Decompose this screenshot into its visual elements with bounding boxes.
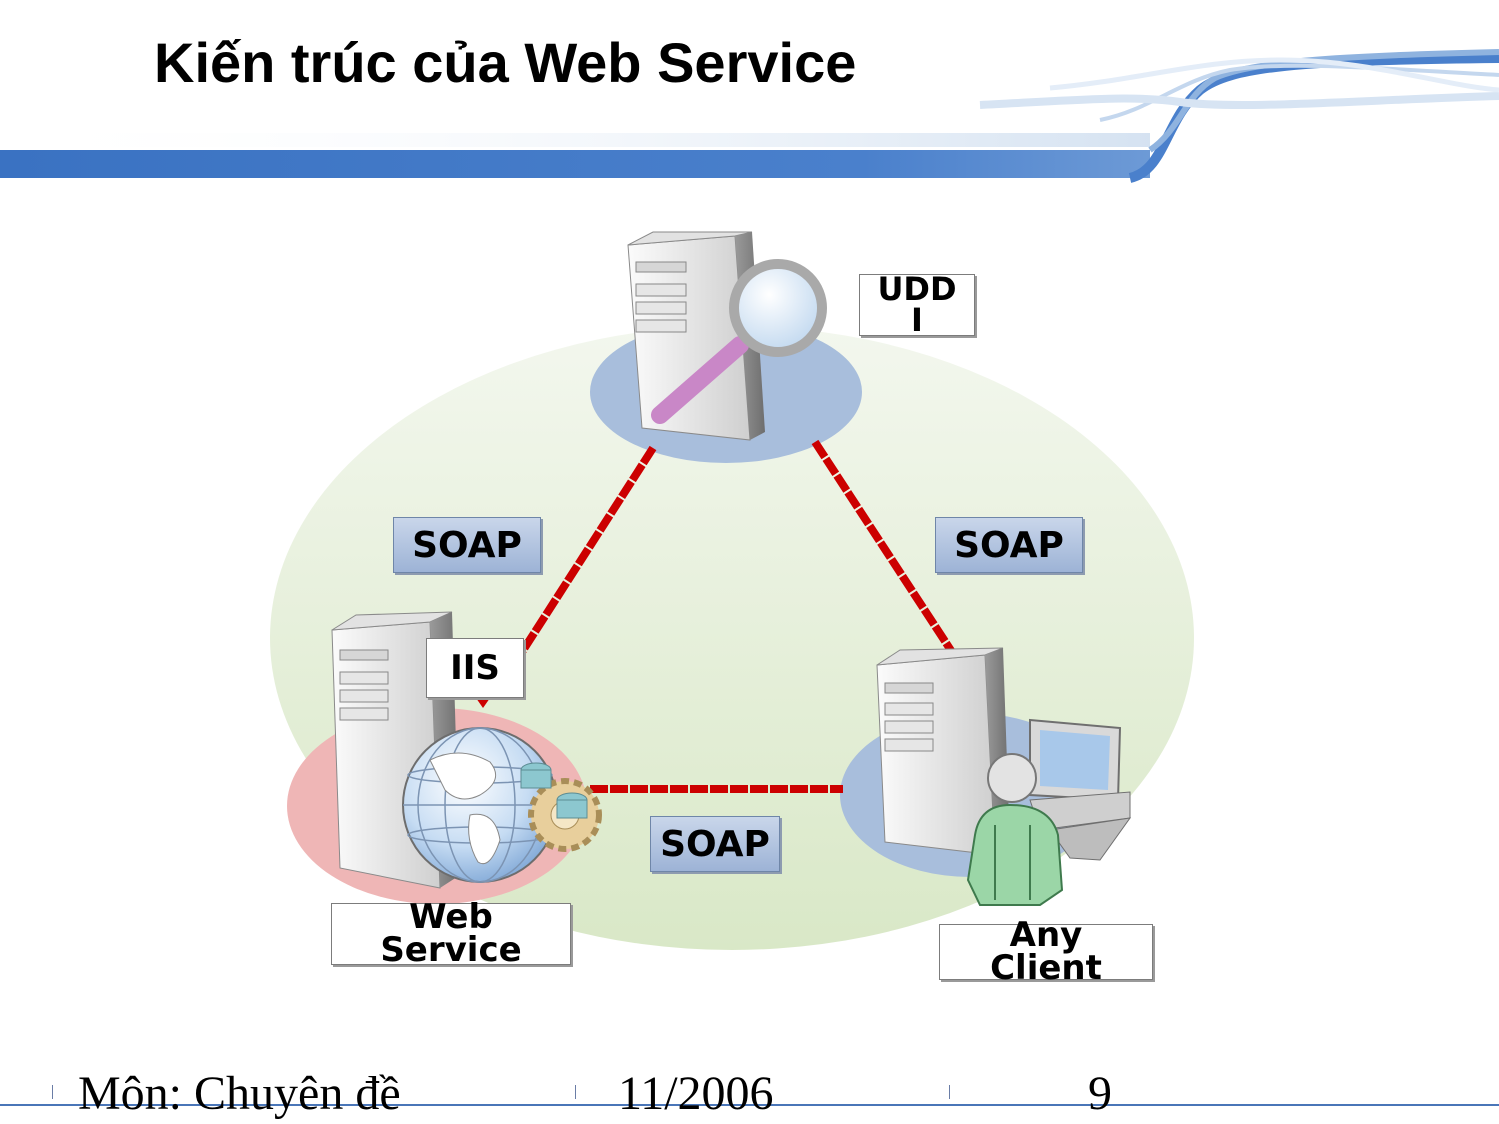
footer-rule (0, 1104, 1499, 1106)
globe-icon (402, 727, 558, 883)
soap-label-right: SOAP (935, 517, 1083, 573)
footer-divider-3 (949, 1085, 950, 1099)
any-client-label: Any Client (939, 918, 1153, 985)
soap-link-lines (518, 439, 956, 793)
link-uddi-to-client (811, 439, 956, 655)
client-server-icon (876, 647, 1010, 856)
user-person-icon (966, 753, 1064, 906)
uddi-label: UDD I (859, 273, 975, 336)
footer-subject: Môn: Chuyên đề (78, 1067, 401, 1120)
footer-divider-1 (52, 1085, 53, 1099)
soap-label-left: SOAP (393, 517, 541, 573)
iis-label: IIS (426, 638, 524, 698)
footer-divider-2 (575, 1085, 576, 1099)
header-swoosh-decoration (0, 49, 1499, 183)
soap-label-bottom: SOAP (650, 816, 780, 872)
header-blue-band (0, 150, 1150, 178)
link-uddi-to-web-service (518, 445, 657, 655)
footer-date: 11/2006 (618, 1067, 774, 1120)
gear-icon (520, 762, 602, 852)
footer-page-number: 9 (1088, 1067, 1112, 1120)
slide-title: Kiến trúc của Web Service (154, 31, 857, 94)
web-service-label: Web Service (331, 900, 571, 967)
computer-monitor-icon (1029, 718, 1132, 861)
magnifying-glass-icon (651, 259, 827, 424)
iis-pointer (476, 698, 490, 708)
